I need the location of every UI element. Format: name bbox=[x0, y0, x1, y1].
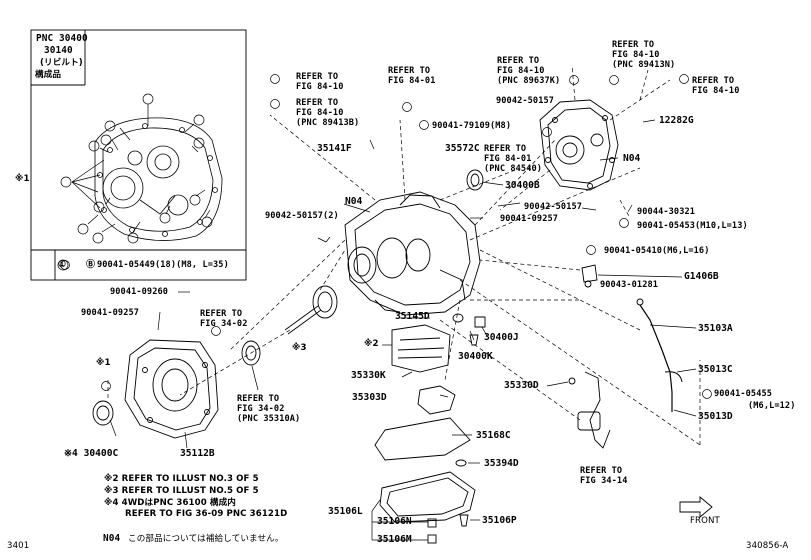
part-35112B[interactable]: 35112B bbox=[180, 448, 215, 459]
front-arrow-drawing bbox=[679, 496, 713, 518]
note-marker-x3: ※3 bbox=[292, 343, 307, 353]
plug-30400J bbox=[474, 316, 486, 328]
part-35168C[interactable]: 35168C bbox=[476, 430, 511, 441]
part-35106L[interactable]: 35106L bbox=[328, 506, 363, 517]
part-35145D[interactable]: 35145D bbox=[395, 311, 430, 322]
inset-marker: ※1 bbox=[15, 174, 30, 184]
part-35106N[interactable]: 35106N bbox=[377, 516, 412, 527]
front-label: FRONT bbox=[690, 516, 720, 526]
footer-note: この部品については補給していません。 bbox=[128, 534, 284, 544]
part-90041-09257-a[interactable]: 90041-09257 bbox=[500, 214, 559, 224]
converter-housing-drawing bbox=[124, 339, 219, 439]
refer-fig-84-10-89413N[interactable]: REFER TO FIG 84-10 (PNC 89413N) bbox=[612, 40, 676, 70]
reference-lines bbox=[107, 64, 701, 446]
part-35303D[interactable]: 35303D bbox=[352, 392, 387, 403]
input-shaft-drawing bbox=[284, 285, 338, 335]
part-30400K bbox=[469, 334, 479, 346]
note-marker-x2: ※2 bbox=[364, 339, 379, 349]
part-35013D[interactable]: 35013D bbox=[698, 411, 733, 422]
part-35106P[interactable]: 35106P bbox=[482, 515, 517, 526]
kit-footer-bolt-text: 90041-05449(18)(M8, L=35) bbox=[97, 260, 229, 270]
part-30400C[interactable]: ※4 30400C bbox=[64, 448, 119, 459]
part-35330D[interactable]: 35330D bbox=[504, 380, 539, 391]
oil-pan-drawing bbox=[379, 471, 476, 523]
oil-seal-30400B bbox=[466, 169, 484, 191]
part-90041-05453[interactable]: 90041-05453(M10,L=13) bbox=[637, 221, 748, 231]
refer-fig-34-02-35310A[interactable]: REFER TO FIG 34-02 (PNC 35310A) bbox=[237, 394, 301, 424]
part-35013C[interactable]: 35013C bbox=[698, 364, 733, 375]
strainer-drawing bbox=[417, 385, 456, 415]
kit-pnc-line4: 構成品 bbox=[35, 70, 62, 80]
part-90042-50157-a[interactable]: 90042-50157 bbox=[496, 96, 555, 106]
part-90042-50157-2[interactable]: 90042-50157(2) bbox=[265, 211, 339, 221]
leader-lines bbox=[109, 119, 697, 541]
part-30400J[interactable]: 30400J bbox=[484, 332, 519, 343]
oil-seal-30400C bbox=[92, 400, 114, 426]
refer-fig-84-10-89413B[interactable]: REFER TO FIG 84-10 (PNC 89413B) bbox=[296, 98, 360, 128]
part-35141F[interactable]: 35141F bbox=[317, 143, 352, 154]
part-35572C[interactable]: 35572C bbox=[445, 143, 480, 154]
kit-pnc-line3: (リビルト) bbox=[40, 58, 83, 68]
gasket-35394D bbox=[455, 459, 467, 467]
gasket-drawing bbox=[374, 417, 471, 461]
kit-inset-frame bbox=[30, 29, 247, 281]
kit-pnc-line2: 30140 bbox=[44, 45, 73, 56]
valve-body-drawing bbox=[391, 324, 451, 373]
kit-pnc-line1: PNC 30400 bbox=[36, 33, 88, 44]
refer-fig-84-01-84540[interactable]: REFER TO FIG 84-01 (PNC 84540) bbox=[484, 144, 543, 174]
part-35103A[interactable]: 35103A bbox=[698, 323, 733, 334]
inset-case-drawing bbox=[94, 117, 223, 241]
refer-fig-84-01-a[interactable]: REFER TO FIG 84-01 bbox=[388, 66, 436, 86]
wire-harness-drawing bbox=[584, 371, 611, 449]
part-90041-05455[interactable]: 90041-05455 bbox=[714, 389, 773, 399]
refer-fig-84-10-a[interactable]: REFER TO FIG 84-10 bbox=[296, 72, 344, 92]
part-90041-79109[interactable]: 90041-79109(M8) bbox=[432, 121, 512, 131]
part-G1406B[interactable]: G1406B bbox=[684, 271, 719, 282]
note-4-reference[interactable]: REFER TO FIG 36-09 PNC 36121D bbox=[125, 509, 288, 519]
part-90042-50157-b[interactable]: 90042-50157 bbox=[524, 202, 583, 212]
note-3: ※3 REFER TO ILLUST NO.5 OF 5 bbox=[104, 486, 259, 496]
part-90041-09257-b[interactable]: 90041-09257 bbox=[81, 308, 140, 318]
illustration-id: 340856-A bbox=[746, 541, 789, 551]
part-30400B[interactable]: 30400B bbox=[505, 180, 540, 191]
kit-footer-circle-symbol: ① bbox=[58, 260, 67, 270]
transaxle-case-drawing bbox=[344, 191, 481, 316]
refer-fig-34-02-a[interactable]: REFER TO FIG 34-02 bbox=[200, 309, 248, 329]
magnet-35106N bbox=[427, 518, 437, 528]
note-2: ※2 REFER TO ILLUST NO.3 OF 5 bbox=[104, 474, 259, 484]
footer-code: N04 bbox=[103, 533, 121, 544]
kit-footer-bolt-mark: Ⓑ bbox=[86, 260, 96, 270]
part-90043-01281[interactable]: 90043-01281 bbox=[600, 280, 659, 290]
inset-leaders bbox=[71, 104, 211, 233]
part-90044-30321[interactable]: 90044-30321 bbox=[637, 207, 696, 217]
bolt-markers bbox=[60, 74, 712, 399]
inset-circle-markers bbox=[57, 93, 213, 271]
dipstick-tube-drawing bbox=[639, 304, 673, 412]
part-12282G[interactable]: 12282G bbox=[659, 115, 694, 126]
refer-fig-84-10-b[interactable]: REFER TO FIG 84-10 bbox=[692, 76, 740, 96]
refer-fig-34-14[interactable]: REFER TO FIG 34-14 bbox=[580, 466, 628, 486]
note-4: ※4 4WDはPNC 36100 構成内 bbox=[104, 498, 236, 508]
part-35106M[interactable]: 35106M bbox=[377, 534, 412, 545]
note-marker-x1: ※1 bbox=[96, 358, 111, 368]
part-90041-09260[interactable]: 90041-09260 bbox=[110, 287, 169, 297]
code-N04-upper[interactable]: N04 bbox=[623, 153, 641, 164]
part-90041-05410[interactable]: 90041-05410(M6,L=16) bbox=[604, 246, 710, 256]
drain-plug-35106P bbox=[459, 514, 469, 527]
sensor-G1406B bbox=[581, 264, 598, 283]
refer-fig-84-10-89637K[interactable]: REFER TO FIG 84-10 (PNC 89637K) bbox=[497, 56, 561, 86]
part-90041-05455-spec: (M6,L=12) bbox=[748, 401, 796, 411]
plug-35145D bbox=[452, 313, 464, 323]
part-30400K[interactable]: 30400K bbox=[458, 351, 493, 362]
oil-pump-35310A bbox=[241, 340, 261, 366]
plug-35106M bbox=[427, 534, 437, 544]
code-N04-center[interactable]: N04 bbox=[345, 196, 363, 207]
oil-pump-case-drawing bbox=[539, 99, 619, 191]
figure-number: 3401 bbox=[7, 541, 30, 551]
part-35394D[interactable]: 35394D bbox=[484, 458, 519, 469]
part-35330K[interactable]: 35330K bbox=[351, 370, 386, 381]
